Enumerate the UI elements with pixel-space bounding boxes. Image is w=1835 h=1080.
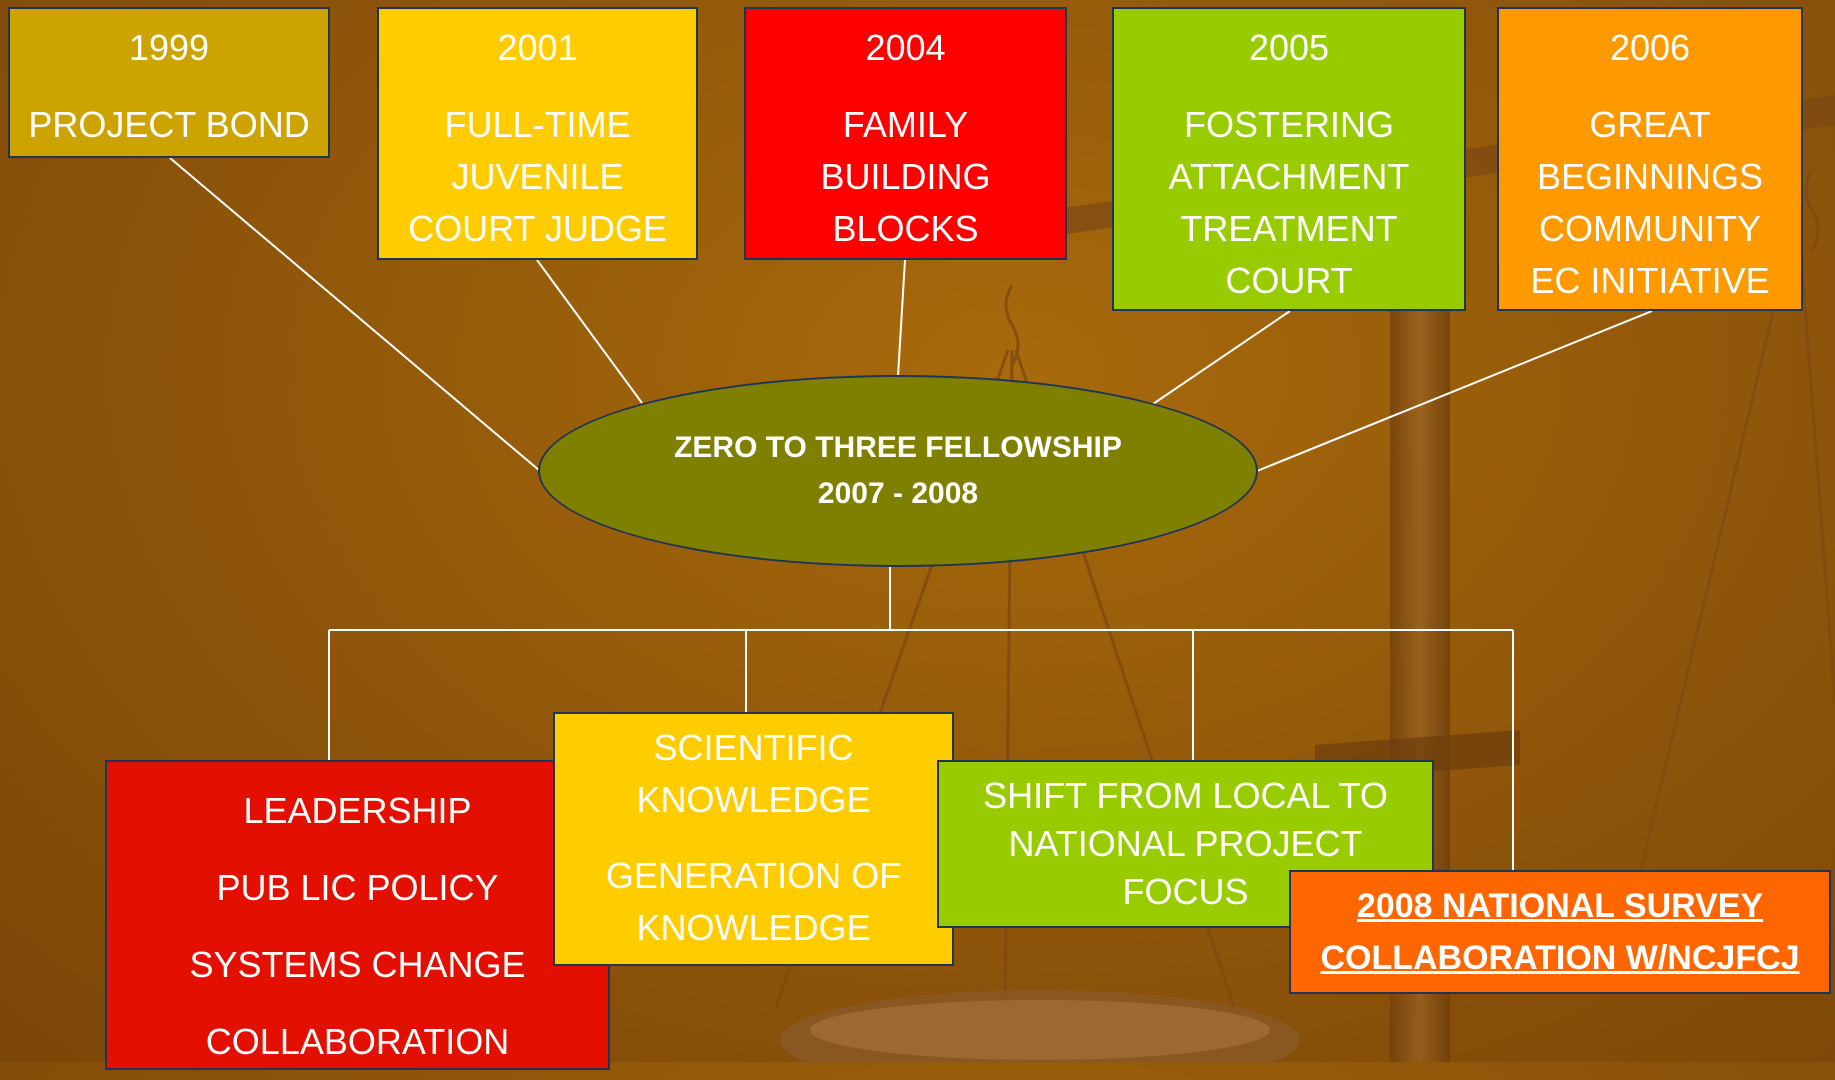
- milestone-2001: 2001 FULL-TIME JUVENILE COURT JUDGE: [377, 7, 698, 260]
- outcome-label: LEADERSHIP: [243, 790, 472, 831]
- fellowship-years: 2007 - 2008: [817, 477, 979, 510]
- outcome-label: SCIENTIFIC: [653, 727, 854, 768]
- milestone-year: 1999: [128, 27, 210, 68]
- milestone-label: FAMILY: [842, 104, 969, 145]
- outcome-label: 2008 NATIONAL SURVEY: [1356, 887, 1764, 925]
- milestone-year: 2005: [1248, 27, 1330, 68]
- milestone-label: ATTACHMENT: [1168, 156, 1410, 197]
- milestone-label: TREATMENT: [1180, 208, 1398, 249]
- outcome-label: GENERATION OF: [605, 855, 902, 896]
- milestone-year: 2004: [865, 27, 946, 68]
- milestone-label: COMMUNITY: [1539, 208, 1761, 249]
- milestone-2006: 2006 GREAT BEGINNINGS COMMUNITY EC INITI…: [1497, 7, 1803, 311]
- connector-lines: [169, 157, 1653, 870]
- fellowship-ellipse: ZERO TO THREE FELLOWSHIP 2007 - 2008: [538, 375, 1258, 567]
- outcome-label: COLLABORATION W/NCJFCJ: [1320, 939, 1800, 977]
- outcome-label: PUB LIC POLICY: [216, 867, 499, 908]
- milestone-label: FULL-TIME: [444, 104, 631, 145]
- milestone-2004: 2004 FAMILY BUILDING BLOCKS: [744, 7, 1067, 260]
- milestone-label: BLOCKS: [832, 208, 979, 249]
- milestone-label: COURT JUDGE: [408, 208, 667, 249]
- milestone-label: JUVENILE: [451, 156, 624, 197]
- milestone-year: 2006: [1609, 27, 1691, 68]
- outcome-label: SHIFT FROM LOCAL TO: [983, 775, 1388, 816]
- milestone-label: BUILDING: [820, 156, 991, 197]
- milestone-label: EC INITIATIVE: [1530, 260, 1770, 301]
- fellowship-title: ZERO TO THREE FELLOWSHIP: [674, 431, 1122, 464]
- milestone-label: FOSTERING: [1183, 104, 1394, 145]
- outcome-label: KNOWLEDGE: [636, 907, 871, 948]
- milestone-label: COURT: [1225, 260, 1353, 301]
- outcome-label: COLLABORATION: [205, 1021, 510, 1062]
- outcome-national-survey: 2008 NATIONAL SURVEY COLLABORATION W/NCJ…: [1289, 870, 1831, 994]
- outcome-leadership: LEADERSHIP PUB LIC POLICY SYSTEMS CHANGE…: [105, 760, 610, 1070]
- outcome-label: SYSTEMS CHANGE: [189, 944, 526, 985]
- milestone-label: PROJECT BOND: [28, 104, 310, 145]
- outcome-label: FOCUS: [1122, 871, 1249, 912]
- outcome-label: KNOWLEDGE: [636, 779, 871, 820]
- outcome-shift: SHIFT FROM LOCAL TO NATIONAL PROJECT FOC…: [937, 760, 1434, 928]
- outcome-label: NATIONAL PROJECT: [1008, 823, 1363, 864]
- milestone-label: GREAT: [1589, 104, 1711, 145]
- outcome-scientific: SCIENTIFIC KNOWLEDGE GENERATION OF KNOWL…: [553, 712, 954, 966]
- milestone-label: BEGINNINGS: [1536, 156, 1764, 197]
- milestone-year: 2001: [497, 27, 578, 68]
- milestone-2005: 2005 FOSTERING ATTACHMENT TREATMENT COUR…: [1112, 7, 1466, 311]
- milestone-1999: 1999 PROJECT BOND: [8, 7, 330, 158]
